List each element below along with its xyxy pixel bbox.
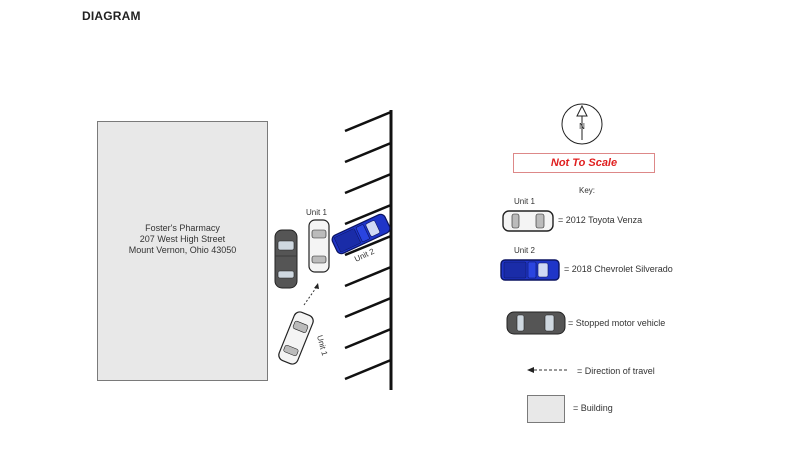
unit1-final-label: Unit 1 <box>306 208 327 217</box>
key-stopped-symbol <box>506 311 566 335</box>
key-building-swatch <box>527 395 565 423</box>
north-arrow-icon: N <box>561 103 603 145</box>
stopped-vehicle <box>274 229 298 289</box>
building-street: 207 West High Street <box>139 234 226 244</box>
key-unit1-description: = 2012 Toyota Venza <box>558 215 643 225</box>
building: Foster's Pharmacy 207 West High Street M… <box>97 121 268 381</box>
key-direction-description: = Direction of travel <box>577 366 655 376</box>
key-unit1-symbol <box>502 210 554 232</box>
key-building-description: = Building <box>573 403 613 413</box>
key-direction-arrow <box>527 367 567 373</box>
building-name: Foster's Pharmacy <box>145 223 220 233</box>
diagram-title: DIAGRAM <box>82 9 141 23</box>
key-stopped-description: = Stopped motor vehicle <box>568 318 666 328</box>
unit1-final-position <box>308 219 330 273</box>
unit1-approach-position <box>278 311 314 365</box>
key-unit1-label: Unit 1 <box>514 197 535 206</box>
direction-of-travel-arrow <box>303 283 319 306</box>
key-unit2-label: Unit 2 <box>514 246 535 255</box>
unit1-approach-label: Unit 1 <box>315 334 329 357</box>
compass-letter: N <box>579 122 585 131</box>
building-address: Foster's Pharmacy 207 West High Street M… <box>98 223 267 256</box>
not-to-scale-notice: Not To Scale <box>513 153 655 173</box>
building-city: Mount Vernon, Ohio 43050 <box>128 245 237 255</box>
unit2-vehicle <box>331 213 391 255</box>
key-title: Key: <box>579 186 596 195</box>
parking-stall-lines <box>344 110 392 381</box>
key-unit2-symbol <box>500 259 560 281</box>
key-unit2-description: = 2018 Chevrolet Silverado <box>564 264 673 274</box>
